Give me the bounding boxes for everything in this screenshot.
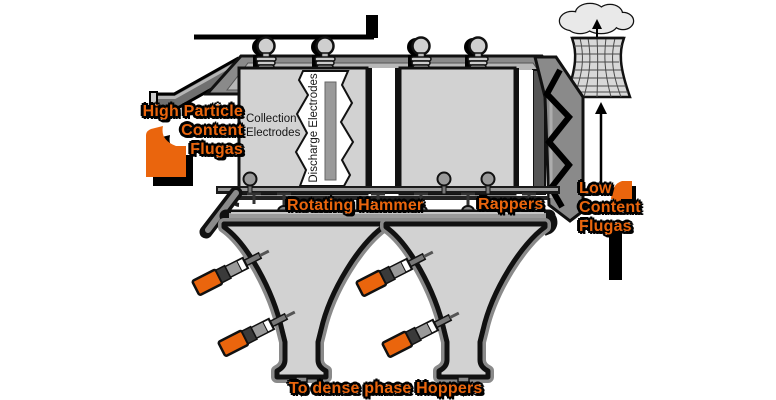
cooling-tower	[564, 36, 632, 99]
hopper-1	[218, 218, 389, 383]
inlet-label-line1: High Particle	[142, 103, 243, 120]
vibrator-lance	[381, 311, 460, 358]
hopper-2	[380, 218, 551, 383]
outlet-gap	[518, 70, 533, 192]
vibrator-lance	[191, 249, 270, 296]
hopper-outlet-arrow-icon	[457, 376, 470, 397]
collection-chamber-2	[398, 66, 517, 196]
inlet-label: High Particle Content Flugas	[143, 102, 243, 159]
chamber-wall	[367, 68, 372, 194]
hopper-header-rail	[199, 186, 558, 239]
outlet-label: Low Content Flugas	[579, 179, 641, 236]
inlet-duct	[149, 56, 247, 111]
discharge-electrodes-label: Discharge Electrodes	[308, 73, 320, 183]
rotating-hammer-label: Rotating Hammer	[287, 197, 424, 214]
collection-electrodes-label: Collection Electrodes	[246, 113, 301, 139]
inlet-flow-icon	[146, 126, 193, 186]
flow-up-arrow-icon	[595, 102, 607, 188]
outlet-flow-icon	[611, 181, 636, 204]
hopper-outlet-arrow-icon	[295, 376, 308, 397]
hoppers-note-label: To dense phase Hoppers	[289, 380, 483, 397]
outlet-label-line1: Low	[579, 180, 612, 197]
vibrator-lance	[355, 250, 434, 297]
chamber-gap	[371, 68, 396, 194]
label-post	[609, 224, 622, 280]
rappers-label: Rappers	[478, 196, 544, 213]
chamber-floor	[216, 186, 560, 194]
discharge-electrode-ribbon	[294, 70, 355, 187]
chamber-wall	[514, 68, 519, 194]
rapper-pins	[247, 192, 536, 208]
inlet-label-line3: Flugas	[190, 141, 243, 158]
steam-cloud-icon	[558, 2, 635, 35]
inlet-label-line2: Content	[181, 122, 243, 139]
interior-rappers	[242, 171, 496, 195]
discharge-electrode-bar	[324, 81, 337, 181]
vibrator-lances	[191, 249, 460, 358]
outlet-label-line3: Flugas	[579, 218, 632, 235]
outlet-label-line2: Content	[579, 199, 641, 216]
roof-vent-line	[194, 15, 378, 40]
chamber-wall	[395, 68, 400, 194]
vibrator-lance	[217, 310, 296, 357]
